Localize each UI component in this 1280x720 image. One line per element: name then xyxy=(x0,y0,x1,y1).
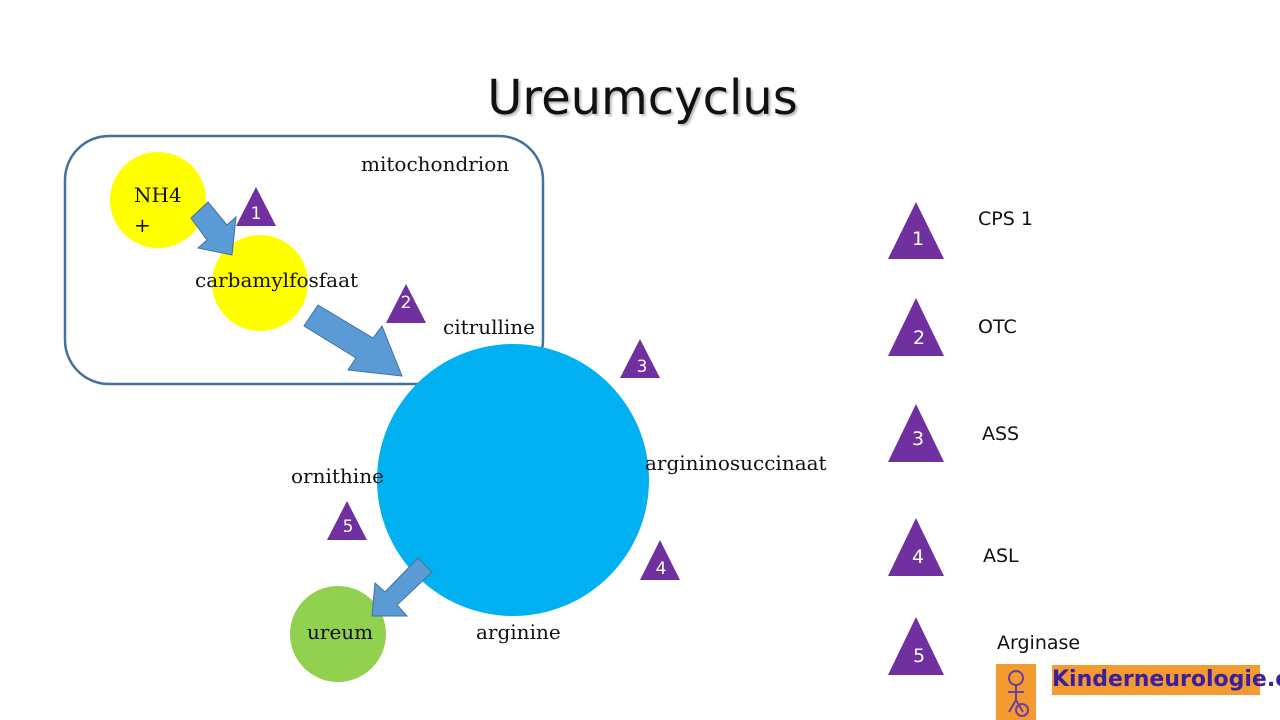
legend-marker-2-label: 2 xyxy=(913,327,925,349)
brand-badge: Kinderneurologie.eu xyxy=(1052,665,1280,695)
step-marker-1: 1 xyxy=(236,187,276,226)
legend-marker-3: 3 xyxy=(888,404,944,462)
nh4-label-line2: + xyxy=(134,213,151,237)
mitochondrion-label: mitochondrion xyxy=(361,152,510,176)
legend-marker-4-label: 4 xyxy=(912,546,924,568)
arrow-carbamylfosfaat-to-citrulline xyxy=(303,304,403,377)
step-marker-3: 3 xyxy=(620,339,660,378)
nh4-node xyxy=(110,152,206,248)
legend-enzyme-3: ASS xyxy=(982,423,1020,445)
brand-logo-icon xyxy=(996,664,1036,720)
step-marker-2-label: 2 xyxy=(401,293,412,313)
legend-enzyme-1: CPS 1 xyxy=(978,208,1033,230)
citrulline-label: citrulline xyxy=(443,315,535,339)
step-marker-4: 4 xyxy=(640,540,680,580)
mitochondrion-compartment xyxy=(63,134,545,386)
ureum-node xyxy=(290,586,386,682)
legend-marker-5-label: 5 xyxy=(913,645,925,667)
legend-marker-1: 1 xyxy=(888,202,944,259)
carbamylfosfaat-label: carbamylfosfaat xyxy=(195,268,359,292)
carbamylfosfaat-node xyxy=(212,235,308,331)
step-marker-5-label: 5 xyxy=(343,517,354,537)
step-marker-2: 2 xyxy=(386,284,426,323)
urea-cycle-circle xyxy=(377,344,649,616)
ureum-label: ureum xyxy=(307,620,374,644)
step-marker-5: 5 xyxy=(327,501,367,540)
step-marker-3-label: 3 xyxy=(637,357,648,377)
legend-marker-3-label: 3 xyxy=(912,428,924,450)
legend-enzyme-5: Arginase xyxy=(997,632,1081,654)
argininosuccinaat-label: argininosuccinaat xyxy=(645,451,827,475)
legend-marker-1-label: 1 xyxy=(912,228,924,250)
step-marker-4-label: 4 xyxy=(656,559,667,579)
legend-marker-4: 4 xyxy=(888,518,944,576)
arrow-nh4-to-carbamylfosfaat xyxy=(190,201,237,256)
legend-marker-2: 2 xyxy=(888,298,944,356)
arrow-arginine-to-ureum xyxy=(371,557,433,617)
ornithine-label: ornithine xyxy=(291,464,384,488)
arginine-label: arginine xyxy=(476,620,561,644)
nh4-label-line1: NH4 xyxy=(134,183,182,207)
legend-marker-5: 5 xyxy=(888,617,944,675)
step-marker-1-label: 1 xyxy=(251,204,262,224)
legend-enzyme-4: ASL xyxy=(983,545,1019,567)
legend-enzyme-2: OTC xyxy=(978,316,1017,338)
page-title: Ureumcyclus xyxy=(487,70,798,126)
